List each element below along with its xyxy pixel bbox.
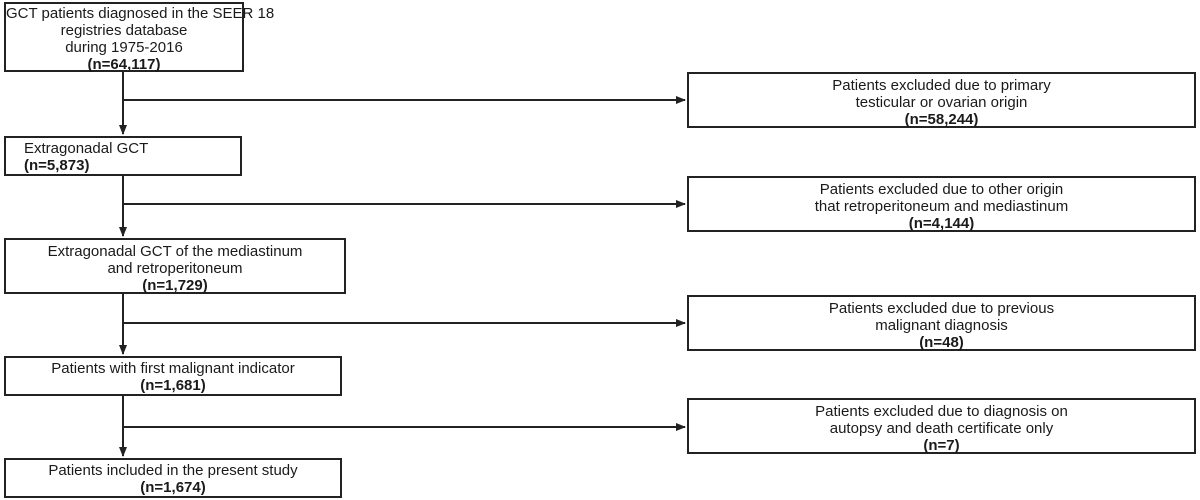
exclusion-text: Patients excluded due to primary	[832, 77, 1051, 94]
step-box-mediastinum-retroperitoneum: Extragonadal GCT of the mediastinum and …	[4, 238, 346, 294]
exclusion-text: that retroperitoneum and mediastinum	[814, 198, 1069, 215]
exclusion-text: malignant diagnosis	[875, 317, 1008, 334]
exclusion-box-previous-malignant: Patients excluded due to previous malign…	[687, 295, 1196, 351]
exclusion-box-gonadal-origin: Patients excluded due to primary testicu…	[687, 72, 1196, 128]
step-text: Patients included in the present study	[48, 462, 298, 479]
step-text: during 1975-2016	[65, 39, 183, 56]
step-text: and retroperitoneum	[107, 260, 243, 277]
step-count: (n=1,729)	[142, 277, 208, 294]
step-count: (n=1,674)	[140, 479, 206, 496]
step-text: GCT patients diagnosed in the SEER 18	[6, 5, 275, 22]
exclusion-text: Patients excluded due to diagnosis on	[815, 403, 1068, 420]
step-box-extragonadal-gct: Extragonadal GCT (n=5,873)	[4, 136, 242, 176]
exclusion-count: (n=58,244)	[904, 111, 979, 128]
step-count: (n=1,681)	[140, 377, 206, 394]
step-count: (n=64,117)	[87, 56, 161, 73]
step-text: Extragonadal GCT	[24, 140, 149, 157]
step-text: Extragonadal GCT of the mediastinum	[47, 243, 303, 260]
exclusion-count: (n=48)	[919, 334, 964, 351]
exclusion-box-autopsy-death-certificate: Patients excluded due to diagnosis on au…	[687, 398, 1196, 454]
step-count: (n=5,873)	[24, 157, 90, 174]
step-box-seer-database: GCT patients diagnosed in the SEER 18 re…	[4, 2, 275, 73]
exclusion-text: testicular or ovarian origin	[855, 94, 1028, 111]
exclusion-text: Patients excluded due to previous	[828, 300, 1055, 317]
exclusion-count: (n=4,144)	[908, 215, 975, 232]
exclusion-text: autopsy and death certificate only	[829, 420, 1054, 437]
step-box-first-malignant: Patients with first malignant indicator …	[4, 356, 342, 396]
step-box-included-patients: Patients included in the present study (…	[4, 458, 342, 498]
exclusion-count: (n=7)	[923, 437, 960, 454]
exclusion-box-other-origin: Patients excluded due to other origin th…	[687, 176, 1196, 232]
step-text: registries database	[60, 22, 188, 39]
exclusion-text: Patients excluded due to other origin	[819, 181, 1064, 198]
step-text: Patients with first malignant indicator	[51, 360, 295, 377]
